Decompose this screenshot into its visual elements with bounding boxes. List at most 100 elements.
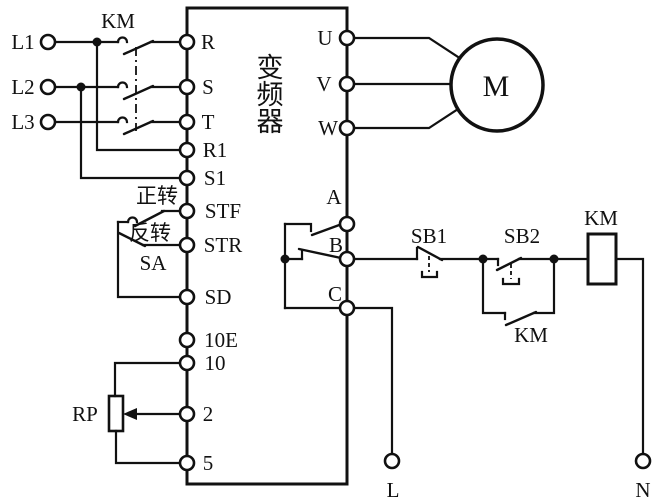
label-terminal-sd: SD (205, 285, 232, 309)
aux-right-leg (534, 259, 554, 313)
terminal-W (340, 121, 354, 135)
terminal-U (340, 31, 354, 45)
label-terminal-2: 2 (203, 402, 214, 426)
km-contact-blade-r (124, 41, 153, 54)
label-terminal-s: S (202, 75, 214, 99)
contact-hook (118, 38, 127, 43)
label-terminal-b: B (329, 233, 343, 257)
inverter-title: 变 频 器 (257, 53, 284, 137)
terminal-S (180, 80, 194, 94)
label-terminal-u: U (317, 26, 332, 50)
sa-common-rail (118, 222, 180, 297)
terminal-C (340, 301, 354, 315)
terminal-B (340, 252, 354, 266)
sb1-blade (418, 247, 442, 260)
label-terminal-str: STR (204, 233, 243, 257)
terminal-A (340, 217, 354, 231)
wire-rp-to-5 (116, 431, 180, 463)
label-l3: L3 (11, 110, 34, 134)
label-terminal-5: 5 (203, 451, 214, 475)
wire-u (354, 38, 458, 57)
label-terminal-v: V (316, 72, 331, 96)
km-contact-blade-s (124, 86, 153, 99)
label-l2: L2 (11, 75, 34, 99)
wire-l1-to-R1 (97, 42, 180, 150)
contact-hook (128, 218, 137, 223)
rp-wiper-arrow (123, 408, 137, 420)
wire-coil-to-N (616, 259, 643, 454)
control-power-taps (76, 37, 181, 179)
label-sa: SA (140, 251, 168, 275)
label-forward: 正转 (136, 184, 178, 208)
contact-hook (118, 118, 127, 123)
sb2-button-cap (503, 279, 519, 284)
terminals (41, 31, 650, 470)
control-loop: SB1 SB2 KM KM (354, 206, 643, 454)
relay-blade-b (299, 249, 341, 258)
str-blade (119, 233, 145, 246)
label-terminal-t: T (202, 110, 215, 134)
sb1-button-cap (422, 272, 437, 277)
label-terminal-c: C (328, 282, 342, 306)
label-line: L (387, 478, 400, 500)
rp-body (107, 394, 125, 433)
label-terminal-a: A (326, 185, 342, 209)
label-km-contacts: KM (101, 9, 135, 33)
wire-w (354, 109, 458, 128)
label-terminal-r: R (201, 30, 215, 54)
terminal-R1 (180, 143, 194, 157)
terminal-labels: L1 L2 L3 R S T R1 S1 STF STR SD 10E 10 2… (11, 26, 650, 500)
stf-blade (135, 211, 164, 226)
sa-selector: 正转 反转 SA (118, 184, 180, 297)
label-neutral: N (635, 478, 650, 500)
label-motor: M (483, 70, 510, 103)
label-terminal-w: W (318, 116, 338, 140)
inverter-title-char: 器 (257, 107, 284, 137)
label-sb1: SB1 (411, 224, 447, 248)
terminal-STR (180, 238, 194, 252)
label-terminal-10: 10 (205, 351, 226, 375)
terminal-V (340, 77, 354, 91)
junction-dot (280, 254, 290, 264)
km-contact-blade-t (124, 121, 153, 134)
label-l1: L1 (11, 30, 34, 54)
terminal-L (385, 454, 399, 468)
inverter-title-char: 变 (257, 53, 284, 83)
terminal-10 (180, 356, 194, 370)
terminal-5 (180, 456, 194, 470)
contact-hook (118, 83, 127, 88)
motor-circuit: M (354, 38, 543, 131)
terminal-STF (180, 204, 194, 218)
terminal-2 (180, 407, 194, 421)
terminal-R (180, 35, 194, 49)
label-terminal-stf: STF (205, 199, 241, 223)
motor-circle (451, 39, 543, 131)
terminal-L1 (41, 35, 55, 49)
terminal-L3 (41, 115, 55, 129)
terminal-L2 (41, 80, 55, 94)
junction-dot (76, 82, 86, 92)
relay-blade-a (312, 224, 342, 235)
label-rp: RP (72, 402, 98, 426)
label-terminal-r1: R1 (203, 138, 228, 162)
label-km-coil: KM (584, 206, 618, 230)
junction-dot (92, 37, 102, 47)
aux-left-leg (483, 259, 505, 313)
terminal-T (180, 115, 194, 129)
km-main-contacts: KM (55, 9, 180, 134)
label-sb2: SB2 (504, 224, 540, 248)
label-terminal-10e: 10E (204, 328, 238, 352)
inverter-title-char: 频 (257, 80, 284, 110)
label-terminal-s1: S1 (204, 166, 226, 190)
terminal-10E (180, 333, 194, 347)
terminal-SD (180, 290, 194, 304)
terminal-S1 (180, 171, 194, 185)
label-reverse: 反转 (129, 221, 171, 245)
wire-l2-to-S1 (81, 87, 180, 178)
wire-c-to-L (354, 308, 392, 454)
terminal-N (636, 454, 650, 468)
km-coil (586, 232, 618, 286)
sb2-blade (497, 258, 521, 270)
